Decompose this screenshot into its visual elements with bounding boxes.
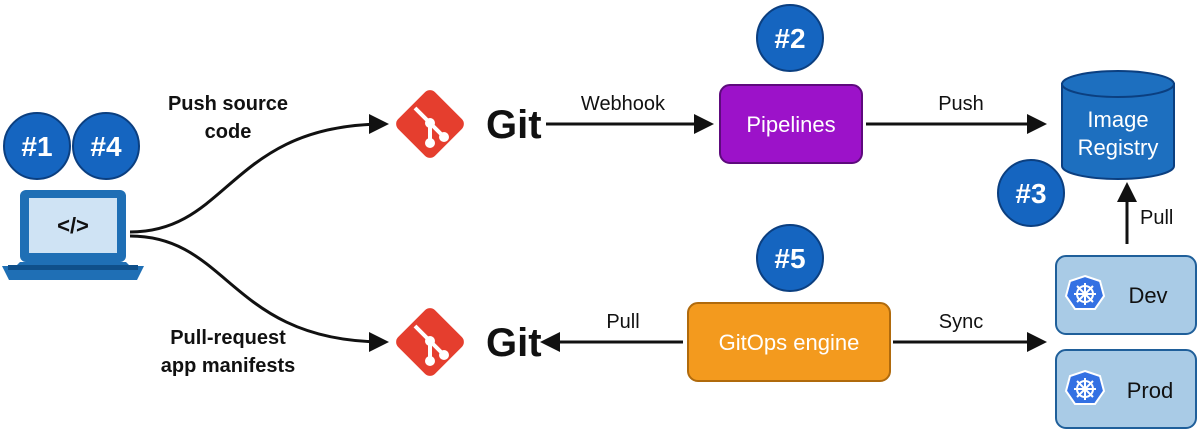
push-source-arrow [129, 114, 389, 234]
push-label: Push [938, 93, 984, 115]
svg-text:#3: #3 [1015, 178, 1046, 209]
prod-label: Prod [1127, 378, 1173, 403]
pull-left-label: Pull [606, 311, 639, 333]
push-source-label-line1: Push source [168, 93, 288, 115]
badge-5: #5 [756, 224, 824, 292]
dev-environment: Dev [1055, 255, 1197, 335]
pull-request-label-line2: app manifests [161, 355, 295, 377]
pipelines-label: Pipelines [746, 112, 835, 137]
badge-2: #2 [756, 4, 824, 72]
image-registry-node: Image Registry [1061, 70, 1175, 180]
gitops-engine-label: GitOps engine [719, 330, 860, 355]
svg-text:#1: #1 [21, 131, 52, 162]
registry-label-line2: Registry [1078, 135, 1159, 160]
svg-text:#2: #2 [774, 23, 805, 54]
webhook-label: Webhook [581, 93, 666, 115]
kubernetes-icon [1064, 369, 1106, 405]
badge-3: #3 [997, 159, 1065, 227]
kubernetes-icon [1064, 274, 1106, 310]
badge-4: #4 [72, 112, 140, 180]
registry-label-line1: Image [1087, 107, 1148, 132]
laptop-icon: </> [2, 190, 144, 280]
git-label-bottom: Git [486, 321, 542, 365]
push-source-label-line2: code [205, 121, 252, 143]
dev-label: Dev [1128, 283, 1167, 308]
pull-request-label-line1: Pull-request [170, 327, 286, 349]
gitops-engine-node: GitOps engine [687, 302, 891, 382]
badge-1: #1 [3, 112, 71, 180]
svg-text:#4: #4 [90, 131, 122, 162]
pull-request-arrow [129, 234, 389, 352]
svg-text:#5: #5 [774, 243, 805, 274]
pull-up-label: Pull [1140, 207, 1173, 229]
git-label-top: Git [486, 103, 542, 147]
laptop-code-label: </> [57, 213, 89, 238]
pipelines-node: Pipelines [719, 84, 863, 164]
prod-environment: Prod [1055, 349, 1197, 429]
sync-label: Sync [939, 311, 983, 333]
